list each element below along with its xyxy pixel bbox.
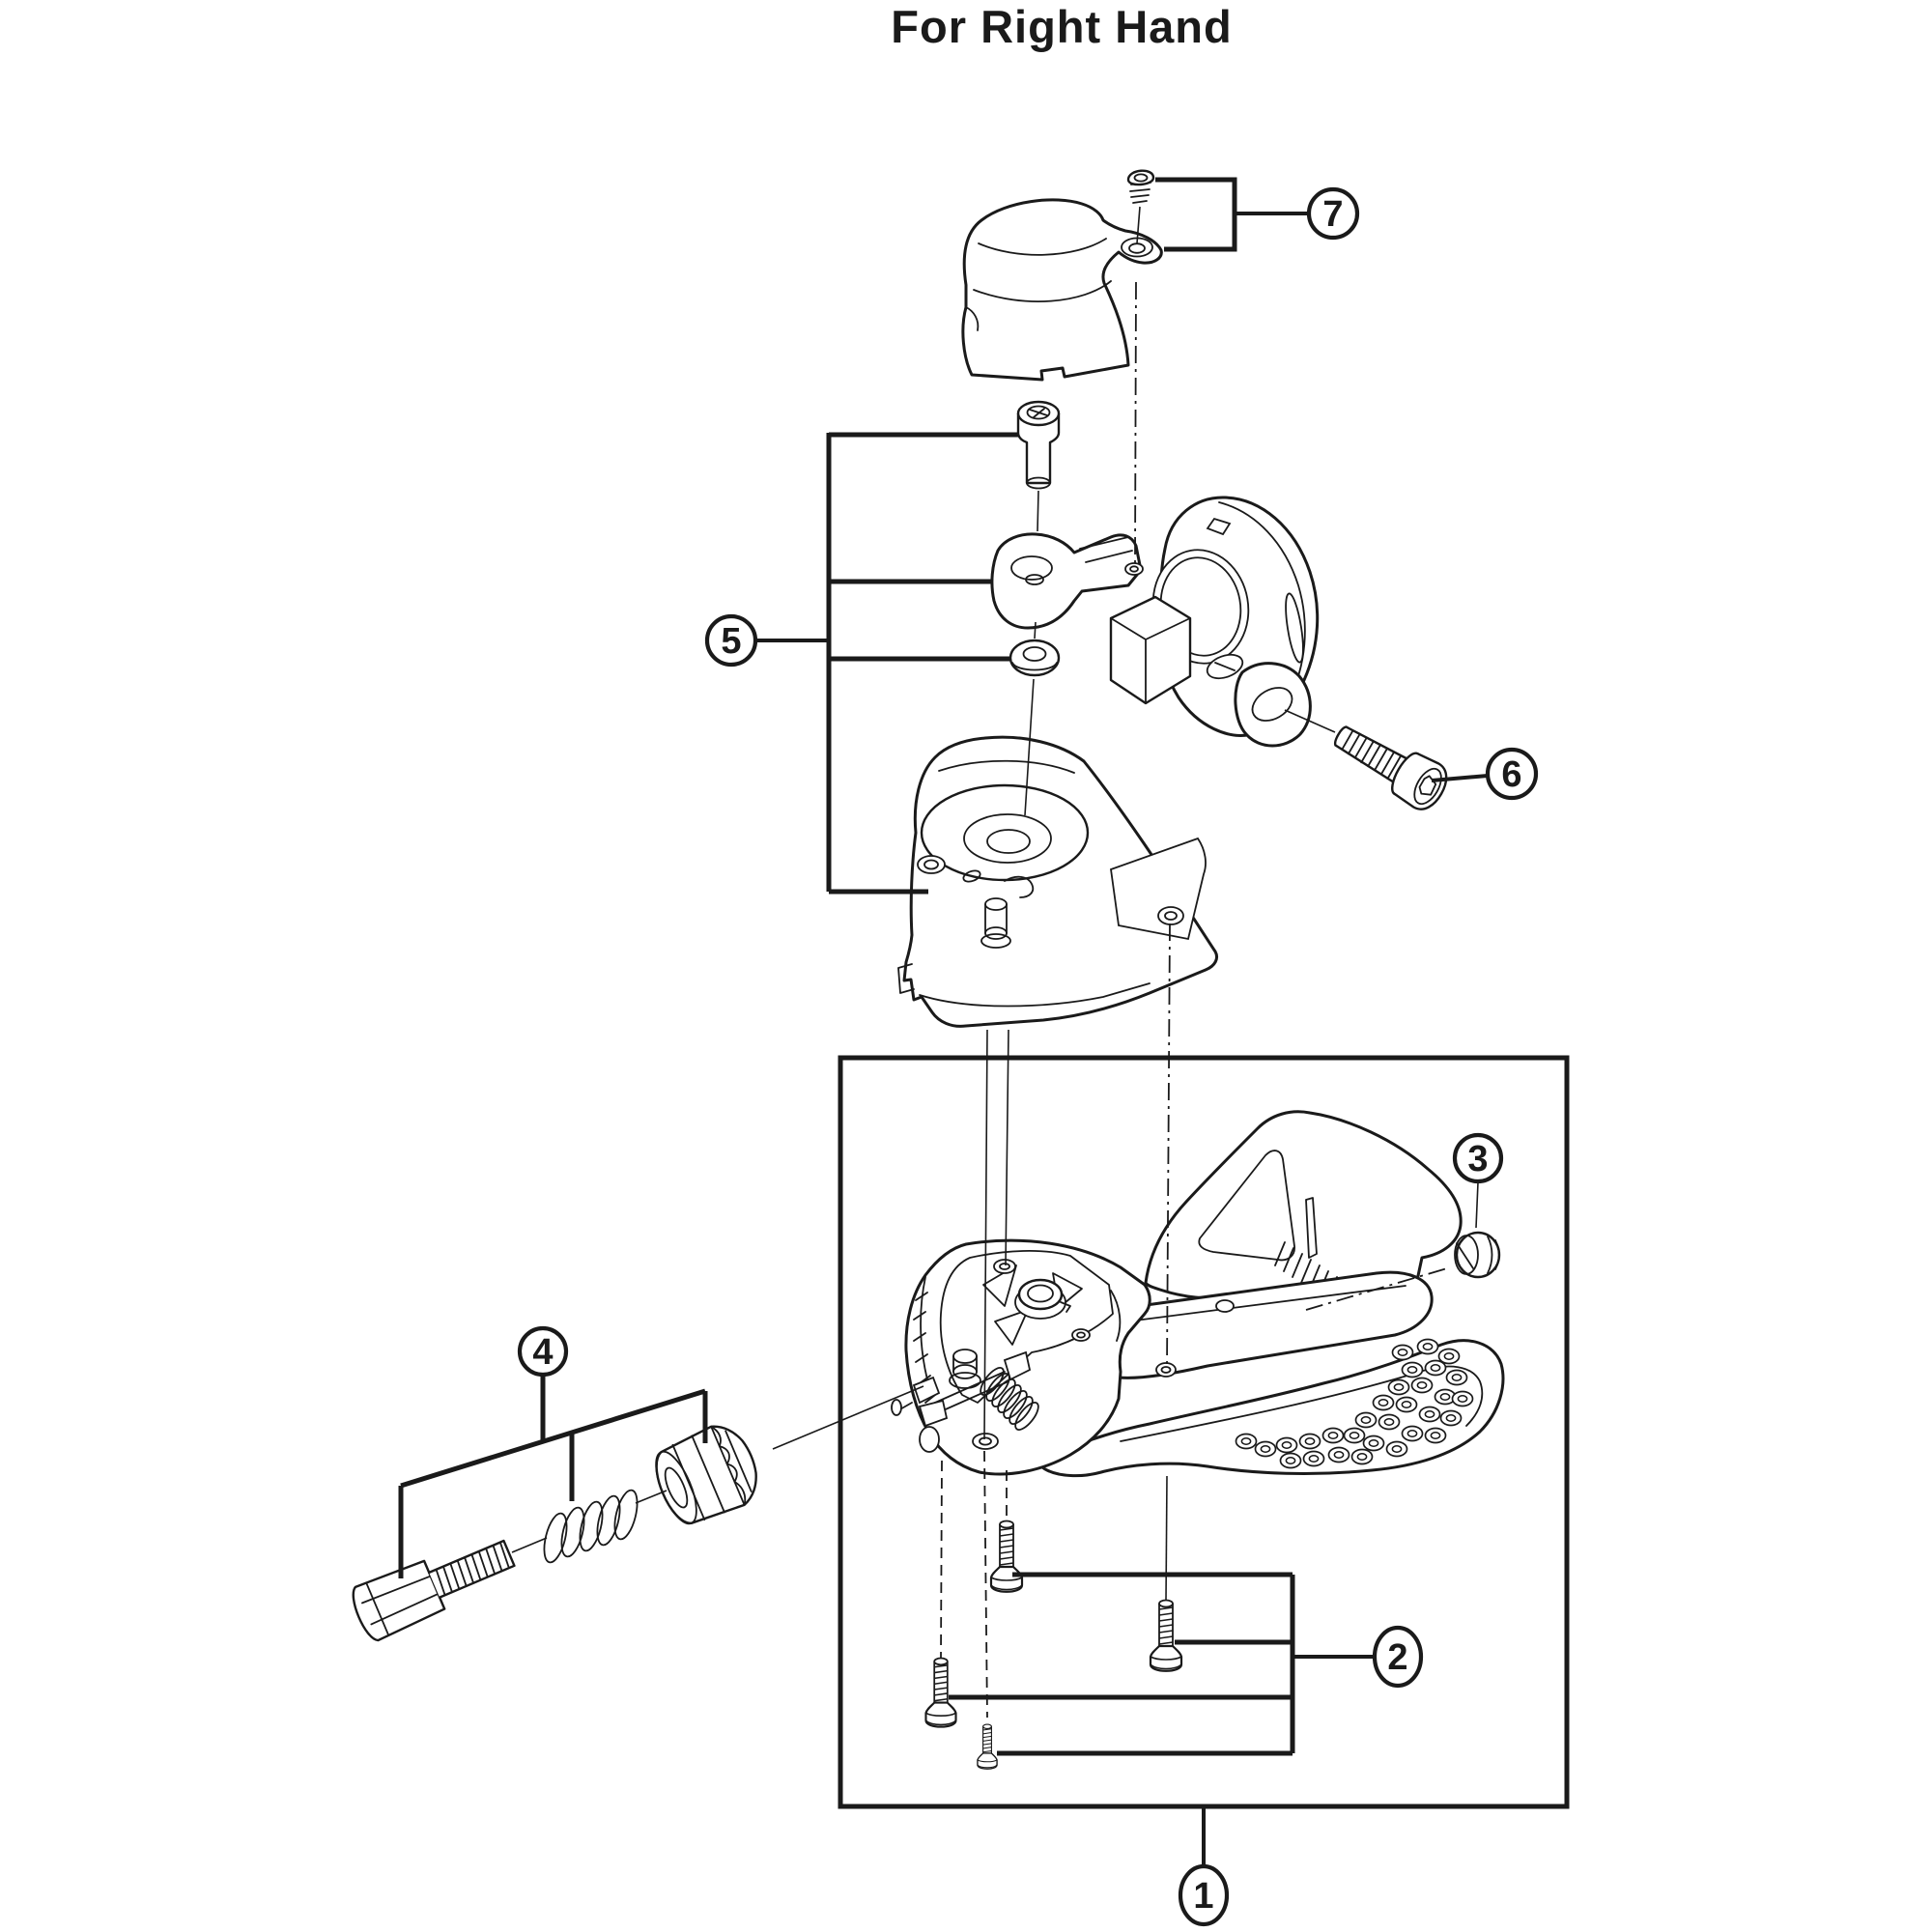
callout-4-number: 4 — [532, 1332, 553, 1373]
bracket-7 — [1155, 177, 1237, 252]
bracket-5 — [756, 432, 1019, 895]
callout-6-number: 6 — [1501, 754, 1521, 795]
fixing-bolt-5 — [1016, 400, 1061, 490]
fixing-screw-2b — [1149, 1599, 1183, 1672]
main-lever-paddle — [1037, 1338, 1505, 1478]
callout-3-number: 3 — [1467, 1139, 1488, 1179]
callout-5-number: 5 — [721, 621, 741, 662]
bracket-2 — [949, 1572, 1373, 1756]
unit-cover — [897, 735, 1219, 1028]
cable-adjusting-bolt-4 — [352, 1539, 516, 1642]
callout-4: 4 — [517, 1325, 569, 1378]
bracket-4 — [398, 1376, 708, 1578]
callout-2-number: 2 — [1387, 1637, 1407, 1678]
fixing-screw-2d — [977, 1723, 998, 1770]
callout-7-number: 7 — [1322, 194, 1343, 235]
return-spring-4 — [543, 1489, 639, 1564]
page-title: For Right Hand — [891, 1, 1233, 52]
bracket-arm-clamp-band — [990, 496, 1320, 748]
adjuster-barrel-4 — [655, 1425, 757, 1525]
main-unit-box-1 — [838, 1055, 1570, 1809]
cover-fixing-screw-7 — [1126, 169, 1155, 204]
indicator-cover — [961, 198, 1163, 382]
callout-7: 7 — [1306, 186, 1360, 241]
callout-5: 5 — [704, 613, 758, 668]
clamp-bolt-6 — [1334, 725, 1489, 810]
callout-3: 3 — [1452, 1132, 1504, 1184]
centerlines — [511, 206, 1479, 1865]
washer-5 — [1009, 639, 1061, 677]
mechanism-pod — [891, 1238, 1151, 1476]
callout-2: 2 — [1372, 1625, 1424, 1689]
callout-6: 6 — [1485, 747, 1539, 801]
fixing-screw-2c — [924, 1657, 957, 1728]
fixing-screw-2a — [989, 1520, 1024, 1593]
callout-1-number: 1 — [1193, 1876, 1213, 1917]
callout-1: 1 — [1178, 1863, 1230, 1927]
lever-cap-3 — [1454, 1231, 1501, 1279]
